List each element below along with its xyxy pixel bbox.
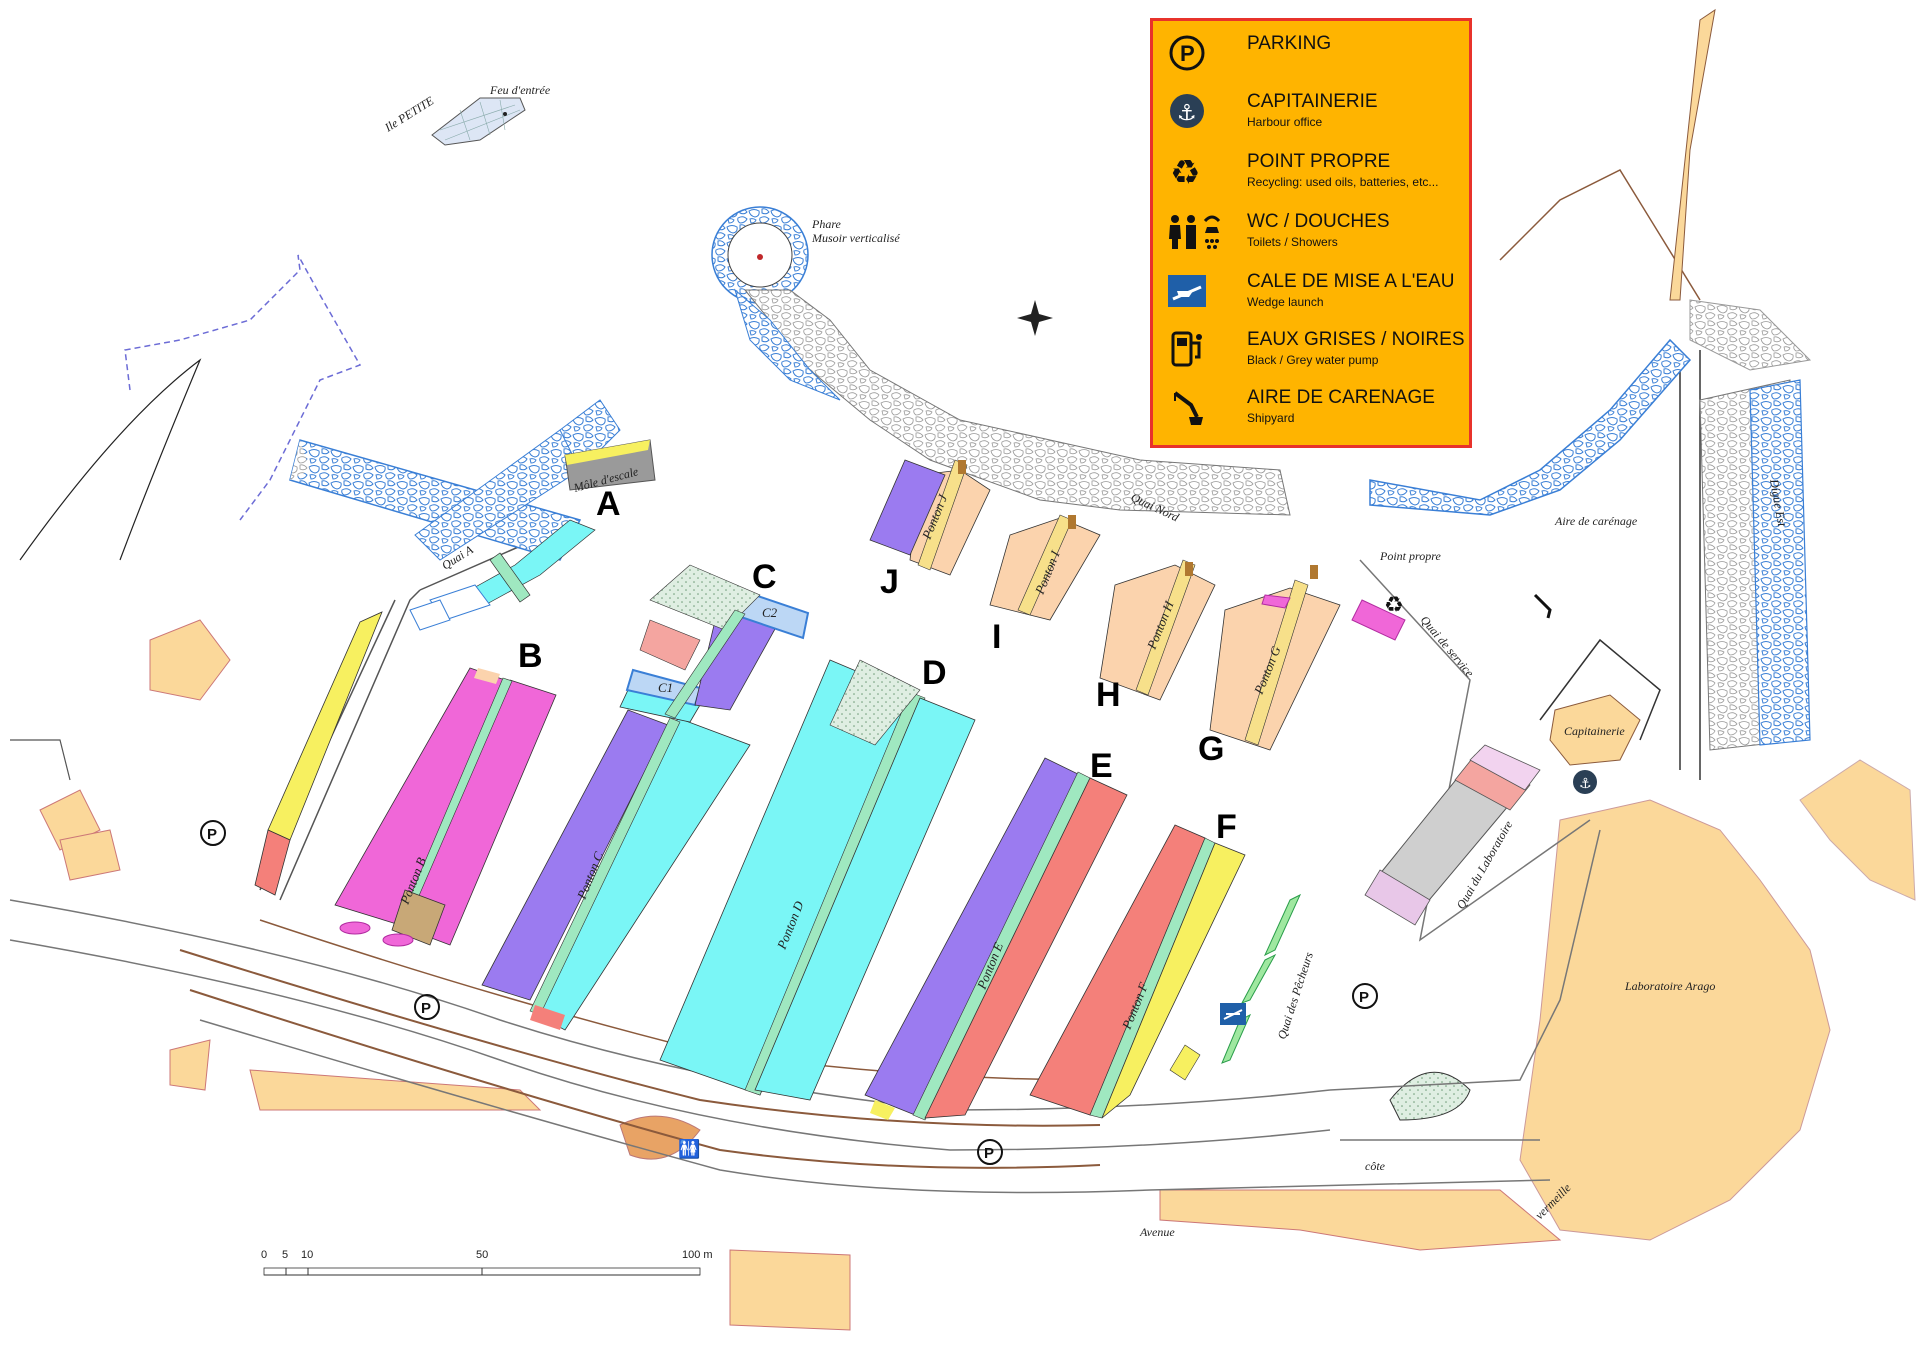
- anchor-icon: ⚓: [1573, 770, 1597, 794]
- legend-subtitle: Wedge launch: [1247, 295, 1324, 309]
- legend-subtitle: Recycling: used oils, batteries, etc...: [1247, 175, 1439, 189]
- legend-title: CALE DE MISE A L'EAU: [1247, 271, 1455, 292]
- legend-capitainerie: ⚓ CAPITAINERIE Harbour office: [1167, 91, 1467, 141]
- pontoon-letter-h: H: [1096, 676, 1121, 714]
- pontoon-c: [481, 564, 810, 1031]
- north-pontoons: [869, 459, 1341, 751]
- svg-text:P: P: [1359, 989, 1369, 1006]
- ile-petite: [431, 97, 526, 146]
- pontoon-letter-c: C: [752, 558, 777, 596]
- legend-title: POINT PROPRE: [1247, 151, 1391, 172]
- land-areas: [39, 619, 1916, 1331]
- legend-subtitle: Harbour office: [1247, 115, 1323, 129]
- pontoon-letter-i: I: [992, 618, 1001, 656]
- map-icons: P P P P: [200, 820, 1378, 1165]
- pontoon-b: [334, 667, 557, 947]
- label-point-propre: Point propre: [1379, 549, 1441, 563]
- label-ile-petite: Ile PETITE: [381, 93, 436, 135]
- scale-tick-50: 50: [476, 1249, 488, 1261]
- pontoon-letter-b: B: [518, 637, 543, 675]
- toilets-showers-icon: 🚻: [678, 1138, 700, 1160]
- parking-icon: P: [414, 994, 440, 1020]
- pontoon-letter-d: D: [922, 654, 947, 692]
- pontoon-f: [1029, 824, 1246, 1119]
- label-quai-service: Quai de service: [1418, 613, 1478, 680]
- pontoon-e: [864, 757, 1128, 1121]
- pontoon-letter-e: E: [1090, 747, 1113, 785]
- toilets-showers-icon: [1169, 215, 1221, 249]
- pontoon-d: [659, 659, 976, 1101]
- legend-carenage: AIRE DE CARENAGE Shipyard: [1167, 387, 1467, 437]
- label-feu: Feu d'entrée: [489, 83, 551, 97]
- svg-text:P: P: [207, 826, 217, 843]
- parking-icon: P: [1352, 983, 1378, 1009]
- legend-title: CAPITAINERIE: [1247, 91, 1378, 112]
- legend-point-propre: ♻ POINT PROPRE Recycling: used oils, bat…: [1167, 151, 1467, 201]
- scale-tick-5: 5: [282, 1249, 288, 1261]
- legend-title: PARKING: [1247, 33, 1332, 54]
- scale-bar: 0 5 10 50 100 m: [261, 1249, 713, 1276]
- anchor-icon: ⚓: [1170, 94, 1204, 128]
- scale-tick-0: 0: [261, 1249, 267, 1261]
- label-avenue: Avenue: [1139, 1225, 1175, 1239]
- scale-tick-10: 10: [301, 1249, 313, 1261]
- label-cote: côte: [1365, 1159, 1386, 1173]
- boat-launch-icon: [1168, 275, 1206, 307]
- compass-rose-icon: [1017, 300, 1053, 336]
- label-c1: C1: [658, 680, 673, 695]
- legend-subtitle: Shipyard: [1247, 411, 1295, 425]
- pontoon-letters: A B C D E F G H I J: [518, 485, 1237, 846]
- svg-text:⚓: ⚓: [1579, 776, 1592, 792]
- quai-a-berths: [409, 519, 596, 631]
- legend-subtitle: Black / Grey water pump: [1247, 353, 1379, 367]
- label-capitainerie: Capitainerie: [1564, 724, 1625, 738]
- svg-text:P: P: [421, 1000, 431, 1017]
- svg-text:🚻: 🚻: [678, 1138, 700, 1160]
- legend-eaux: EAUX GRISES / NOIRES Black / Grey water …: [1167, 329, 1467, 379]
- map-legend: P PARKING ⚓ CAPITAINERIE Harbour office …: [1150, 18, 1472, 448]
- svg-text:P: P: [984, 1145, 994, 1162]
- water-pump-icon: [1171, 331, 1202, 367]
- recycle-icon: ♻: [1384, 593, 1404, 618]
- legend-parking: P PARKING: [1167, 33, 1467, 83]
- label-phare: Phare: [811, 217, 842, 231]
- legend-title: EAUX GRISES / NOIRES: [1247, 329, 1465, 350]
- scale-tick-100: 100 m: [682, 1249, 713, 1261]
- legend-subtitle: Toilets / Showers: [1247, 235, 1338, 249]
- crane-icon: [1173, 391, 1203, 425]
- laboratory-quay-buildings: [1364, 744, 1541, 926]
- boat-launch-icon: [1220, 1003, 1246, 1025]
- svg-text:♻: ♻: [1170, 153, 1200, 191]
- pontoon-letter-j: J: [880, 563, 899, 601]
- capitainerie-building: [1539, 638, 1661, 766]
- legend-title: WC / DOUCHES: [1247, 211, 1390, 232]
- parking-icon: P: [977, 1139, 1003, 1165]
- parking-icon: P: [200, 820, 226, 846]
- legend-cale: CALE DE MISE A L'EAU Wedge launch: [1167, 271, 1467, 321]
- label-musoir: Musoir verticalisé: [811, 231, 900, 245]
- breakwaters: [289, 8, 1812, 751]
- svg-text:P: P: [1180, 41, 1195, 66]
- pontoon-letter-a: A: [596, 485, 621, 523]
- label-aire-carenage: Aire de carénage: [1554, 514, 1638, 528]
- legend-wc-douches: WC / DOUCHES Toilets / Showers: [1167, 211, 1467, 261]
- pontoon-letter-g: G: [1198, 730, 1224, 768]
- label-c2: C2: [762, 605, 778, 620]
- crane-icon: [1533, 593, 1552, 619]
- svg-text:♻: ♻: [1384, 593, 1404, 618]
- svg-text:⚓: ⚓: [1177, 101, 1197, 126]
- west-coastline: [10, 254, 362, 781]
- pontoon-letter-f: F: [1216, 808, 1237, 846]
- label-quai-pecheurs: Quai des Pêcheurs: [1275, 950, 1316, 1041]
- west-quay-berths: [254, 611, 383, 896]
- legend-title: AIRE DE CARENAGE: [1247, 387, 1435, 408]
- boats: [1221, 594, 1406, 1064]
- recycle-icon: ♻: [1170, 153, 1200, 191]
- parking-icon: P: [1169, 35, 1205, 71]
- label-laboratoire: Laboratoire Arago: [1624, 979, 1715, 993]
